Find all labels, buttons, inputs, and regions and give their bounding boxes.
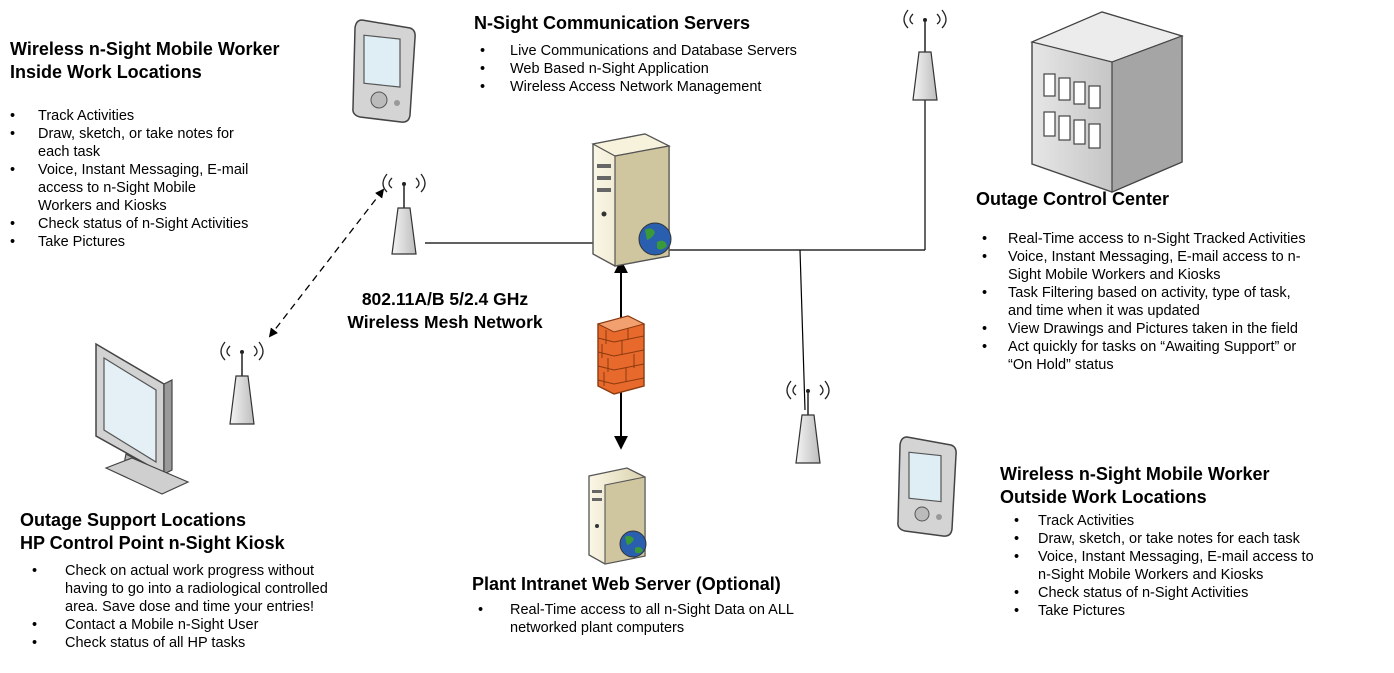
list-item-line: Contact a Mobile n-Sight User xyxy=(65,617,259,633)
list-item-line: Check status of all HP tasks xyxy=(65,635,246,651)
list-item-line: Real-Time access to n-Sight Tracked Acti… xyxy=(1008,231,1306,247)
list-item-line: Check on actual work progress without xyxy=(65,563,315,579)
mobile-inside-block: Wireless n-Sight Mobile Worker Inside Wo… xyxy=(10,38,340,251)
intranet-block: Plant Intranet Web Server (Optional) Rea… xyxy=(472,573,912,637)
list-item-line: Voice, Instant Messaging, E-mail access … xyxy=(1038,549,1314,565)
access-point-lower-icon xyxy=(786,380,830,464)
support-title-2: HP Control Point n-Sight Kiosk xyxy=(20,533,285,553)
list-item: Act quickly for tasks on “Awaiting Suppo… xyxy=(976,338,1394,374)
servers-block: N-Sight Communication Servers Live Commu… xyxy=(474,12,914,96)
mobile-inside-title-1: Wireless n-Sight Mobile Worker xyxy=(10,39,280,59)
list-item-line: Draw, sketch, or take notes for xyxy=(38,126,234,142)
list-item-line: access to n-Sight Mobile xyxy=(38,180,196,196)
mobile-outside-title-2: Outside Work Locations xyxy=(1000,487,1207,507)
network-label-line-2: Wireless Mesh Network xyxy=(347,312,543,332)
access-point-kiosk-icon xyxy=(220,341,264,425)
list-item: Check status of n-Sight Activities xyxy=(10,215,340,233)
intranet-title: Plant Intranet Web Server (Optional) xyxy=(472,574,781,594)
pda-device-icon xyxy=(352,19,416,123)
list-item: Draw, sketch, or take notes for each task xyxy=(10,125,340,161)
list-item: Draw, sketch, or take notes for each tas… xyxy=(1000,530,1394,548)
control-center-building-icon xyxy=(1030,11,1184,193)
mobile-outside-list: Track ActivitiesDraw, sketch, or take no… xyxy=(1000,512,1394,620)
intranet-list: Real-Time access to all n-Sight Data on … xyxy=(472,601,912,637)
communication-server-icon xyxy=(591,133,672,267)
network-label-line-1: 802.11A/B 5/2.4 GHz xyxy=(361,289,529,309)
list-item-line: Workers and Kiosks xyxy=(38,198,167,214)
list-item-line: Track Activities xyxy=(1038,513,1135,529)
list-item-line: Take Pictures xyxy=(38,234,126,250)
list-item: Take Pictures xyxy=(10,233,340,251)
list-item-line: Draw, sketch, or take notes for each tas… xyxy=(1038,531,1300,547)
list-item: Web Based n-Sight Application xyxy=(474,60,914,78)
list-item-line: View Drawings and Pictures taken in the … xyxy=(1008,321,1298,337)
list-item-line: Web Based n-Sight Application xyxy=(510,61,709,77)
list-item-line: Check status of n-Sight Activities xyxy=(1038,585,1249,601)
list-item-line: Check status of n-Sight Activities xyxy=(38,216,249,232)
list-item: Wireless Access Network Management xyxy=(474,78,914,96)
servers-list: Live Communications and Database Servers… xyxy=(474,42,914,96)
kiosk-monitor-icon xyxy=(95,342,190,495)
list-item-line: having to go into a radiological control… xyxy=(65,581,328,597)
list-item-line: networked plant computers xyxy=(510,620,685,636)
list-item-line: Task Filtering based on activity, type o… xyxy=(1008,285,1291,301)
list-item: Real-Time access to n-Sight Tracked Acti… xyxy=(976,230,1394,248)
list-item: Real-Time access to all n-Sight Data on … xyxy=(472,601,912,637)
list-item-line: Sight Mobile Workers and Kiosks xyxy=(1008,267,1221,283)
mobile-outside-title-1: Wireless n-Sight Mobile Worker xyxy=(1000,464,1270,484)
pda-device-outside-icon xyxy=(897,436,957,537)
list-item: Voice, Instant Messaging, E-mail access … xyxy=(976,248,1394,284)
list-item: Check status of n-Sight Activities xyxy=(1000,584,1394,602)
control-center-title: Outage Control Center xyxy=(976,189,1170,209)
control-center-list: Real-Time access to n-Sight Tracked Acti… xyxy=(976,230,1394,374)
list-item-line: Take Pictures xyxy=(1038,603,1126,619)
list-item: Track Activities xyxy=(1000,512,1394,530)
list-item-line: Act quickly for tasks on “Awaiting Suppo… xyxy=(1008,339,1297,355)
servers-title: N-Sight Communication Servers xyxy=(474,13,751,33)
list-item-line: Live Communications and Database Servers xyxy=(510,43,797,59)
access-point-right-icon xyxy=(903,9,947,101)
link-lower-ap xyxy=(799,249,806,411)
wireless-network-label: 802.11A/B 5/2.4 GHz Wireless Mesh Networ… xyxy=(300,288,590,334)
list-item: Check status of all HP tasks xyxy=(20,634,400,652)
support-title-1: Outage Support Locations xyxy=(20,510,247,530)
list-item: Live Communications and Database Servers xyxy=(474,42,914,60)
list-item: Check on actual work progress without hav… xyxy=(20,562,400,616)
list-item-line: Voice, Instant Messaging, E-mail access … xyxy=(1008,249,1301,265)
list-item-line: and time when it was updated xyxy=(1008,303,1200,319)
firewall-icon xyxy=(596,315,646,395)
list-item-line: Track Activities xyxy=(38,108,135,124)
list-item: Task Filtering based on activity, type o… xyxy=(976,284,1394,320)
list-item-line: Wireless Access Network Management xyxy=(510,79,762,95)
access-point-left-icon xyxy=(382,173,426,255)
mobile-inside-list: Track ActivitiesDraw, sketch, or take no… xyxy=(10,107,340,251)
list-item-line: Real-Time access to all n-Sight Data on … xyxy=(510,602,794,618)
mobile-inside-title-2: Inside Work Locations xyxy=(10,62,202,82)
control-center-block: Outage Control Center Real-Time access t… xyxy=(976,188,1394,374)
support-block: Outage Support Locations HP Control Poin… xyxy=(20,509,400,652)
list-item-line: each task xyxy=(38,144,101,160)
list-item-line: “On Hold” status xyxy=(1008,357,1114,373)
list-item-line: Voice, Instant Messaging, E-mail xyxy=(38,162,249,178)
list-item-line: n-Sight Mobile Workers and Kiosks xyxy=(1038,567,1264,583)
list-item: Contact a Mobile n-Sight User xyxy=(20,616,400,634)
wireless-link-arrow xyxy=(268,188,385,338)
support-list: Check on actual work progress without hav… xyxy=(20,562,400,652)
list-item: Take Pictures xyxy=(1000,602,1394,620)
mobile-outside-block: Wireless n-Sight Mobile Worker Outside W… xyxy=(1000,463,1394,620)
list-item: Voice, Instant Messaging, E-mail access … xyxy=(1000,548,1394,584)
intranet-server-icon xyxy=(588,467,647,565)
list-item: Voice, Instant Messaging, E-mail access t… xyxy=(10,161,340,215)
list-item: Track Activities xyxy=(10,107,340,125)
list-item: View Drawings and Pictures taken in the … xyxy=(976,320,1394,338)
list-item-line: area. Save dose and time your entries! xyxy=(65,599,315,615)
